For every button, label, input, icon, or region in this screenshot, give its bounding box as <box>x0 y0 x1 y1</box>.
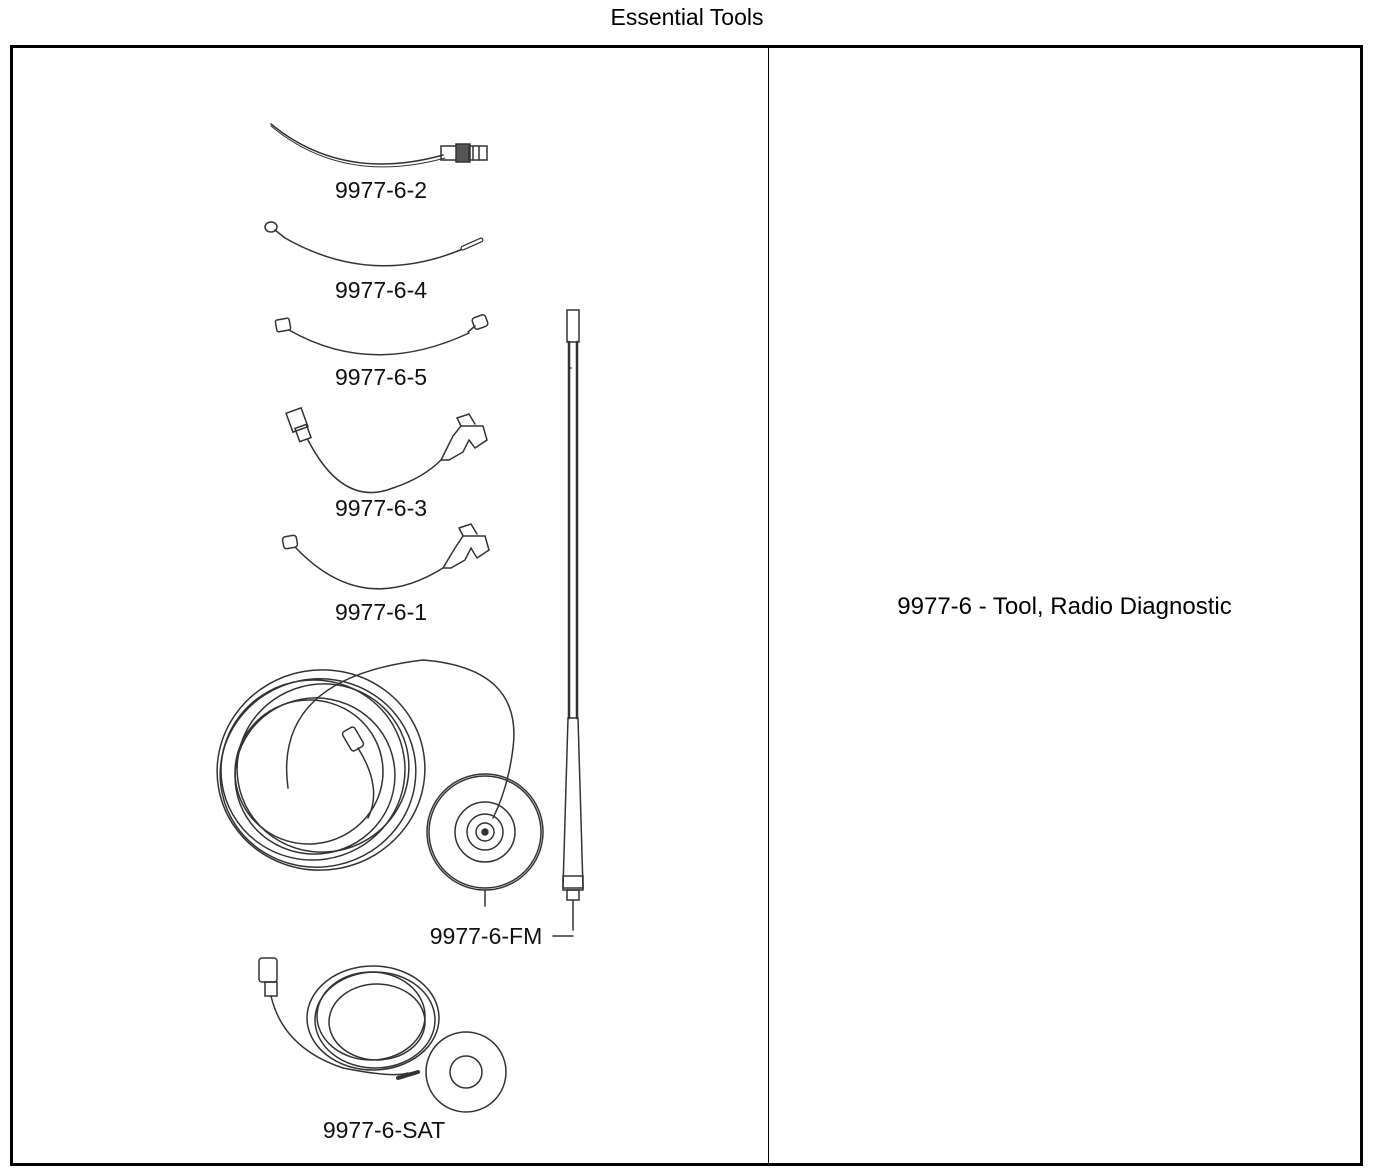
page-title: Essential Tools <box>610 4 764 30</box>
cable-9977-6-3-drawing <box>285 406 488 494</box>
part-label-9977-6-2: 9977-6-2 <box>335 177 427 203</box>
fm-antenna-cable-drawing <box>216 659 544 907</box>
tool-table: 9977-6-2 9977-6-4 9977-6-5 9977-6-3 9977… <box>10 45 1363 1166</box>
cable-9977-6-4-drawing <box>264 221 484 267</box>
column-divider <box>768 48 769 1163</box>
cable-9977-6-1-drawing <box>281 523 490 590</box>
tool-illustration: 9977-6-2 9977-6-4 9977-6-5 9977-6-3 9977… <box>216 123 584 1143</box>
part-label-9977-6-3: 9977-6-3 <box>335 495 427 521</box>
illustration-cell: 9977-6-2 9977-6-4 9977-6-5 9977-6-3 9977… <box>13 48 768 1163</box>
sat-antenna-drawing <box>258 957 507 1113</box>
part-label-9977-6-fm: 9977-6-FM <box>430 923 542 949</box>
part-label-9977-6-1: 9977-6-1 <box>335 599 427 625</box>
fm-antenna-mast-drawing <box>552 309 584 937</box>
tool-description: 9977-6 - Tool, Radio Diagnostic <box>897 593 1232 620</box>
cable-9977-6-5-drawing <box>274 314 489 356</box>
cable-9977-6-2-drawing <box>270 123 488 168</box>
description-cell: 9977-6 - Tool, Radio Diagnostic <box>769 48 1360 1163</box>
part-label-9977-6-4: 9977-6-4 <box>335 277 427 303</box>
part-label-9977-6-5: 9977-6-5 <box>335 364 427 390</box>
part-label-9977-6-sat: 9977-6-SAT <box>323 1117 445 1143</box>
